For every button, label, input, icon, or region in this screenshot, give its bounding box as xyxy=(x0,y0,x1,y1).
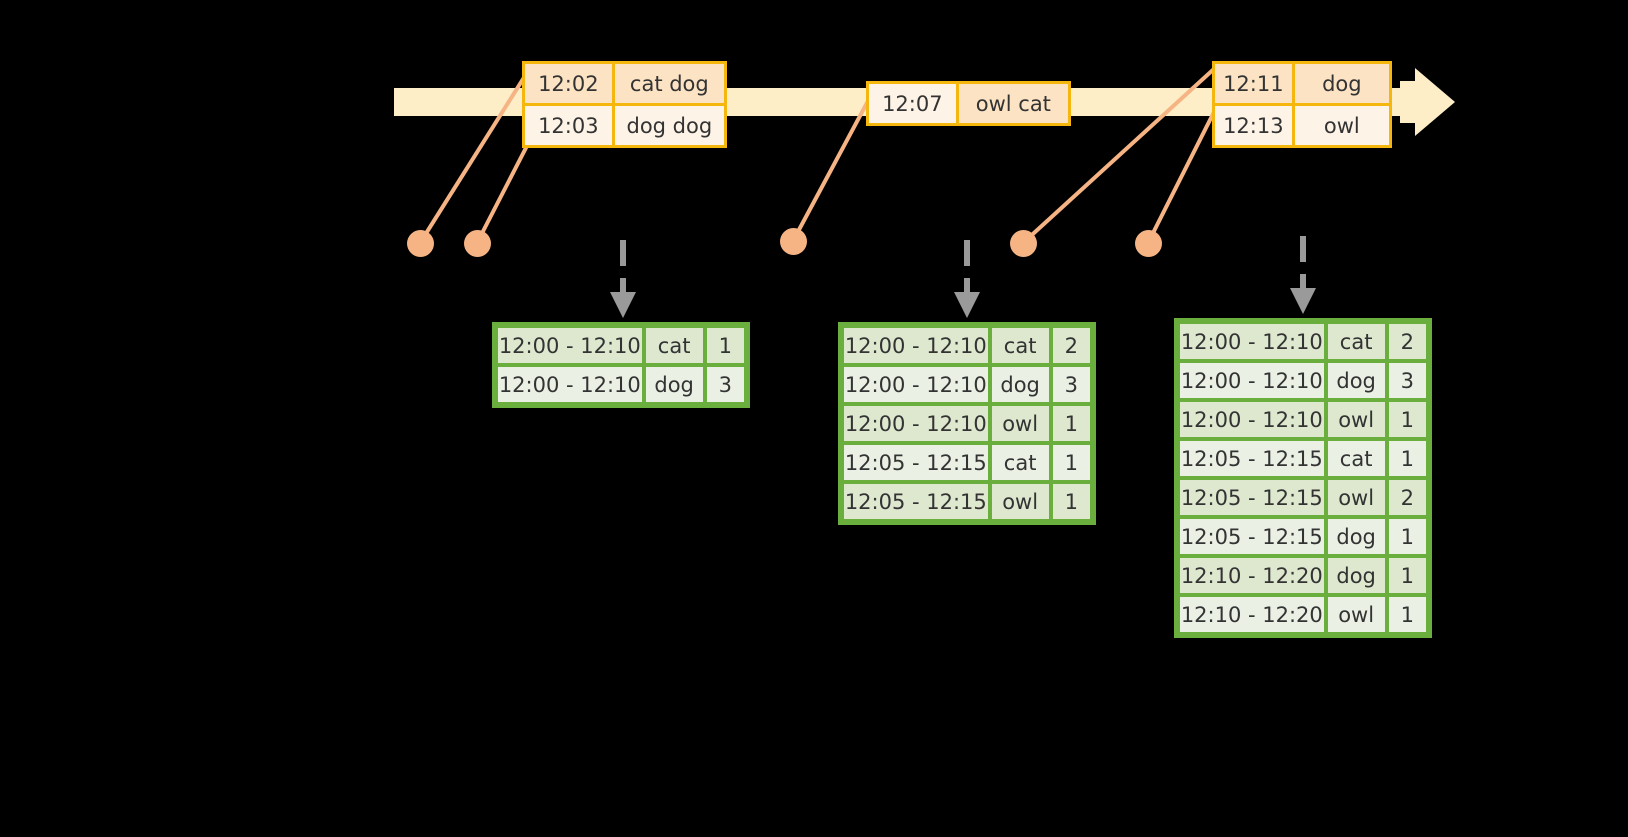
cell-word: owl xyxy=(1325,478,1387,517)
cell-count: 3 xyxy=(1386,361,1429,400)
event-group-2[interactable]: 12:07 owl cat xyxy=(866,81,1071,126)
event-time: 12:03 xyxy=(525,106,615,145)
event-marker-dot xyxy=(407,230,434,257)
cell-window: 12:00 - 12:10 xyxy=(1178,361,1326,400)
timeline-arrow-icon xyxy=(1415,68,1455,136)
cell-count: 2 xyxy=(1386,478,1429,517)
cell-count: 1 xyxy=(704,326,747,365)
event-marker-dot xyxy=(1135,230,1162,257)
event-words: owl cat xyxy=(958,84,1068,123)
event-time: 12:02 xyxy=(525,64,615,103)
cell-count: 1 xyxy=(1386,439,1429,478)
cell-window: 12:05 - 12:15 xyxy=(1178,517,1326,556)
cell-count: 1 xyxy=(1386,595,1429,634)
cell-word: cat xyxy=(1325,439,1387,478)
event-marker-dot xyxy=(1010,230,1037,257)
cell-count: 2 xyxy=(1050,326,1093,365)
cell-window: 12:05 - 12:15 xyxy=(842,443,990,482)
cell-window: 12:10 - 12:20 xyxy=(1178,556,1326,595)
cell-window: 12:00 - 12:10 xyxy=(842,365,990,404)
event-words: dog xyxy=(1294,64,1389,103)
event-time: 12:11 xyxy=(1215,64,1295,103)
cell-count: 1 xyxy=(1050,482,1093,521)
event-row: 12:03 dog dog xyxy=(525,103,724,145)
cell-count: 1 xyxy=(1050,443,1093,482)
cell-count: 2 xyxy=(1386,322,1429,361)
event-words: dog dog xyxy=(614,106,724,145)
cell-window: 12:05 - 12:15 xyxy=(1178,439,1326,478)
cell-count: 1 xyxy=(1050,404,1093,443)
cell-window: 12:05 - 12:15 xyxy=(842,482,990,521)
cell-count: 3 xyxy=(704,365,747,404)
event-row: 12:02 cat dog xyxy=(525,64,724,103)
cell-window: 12:00 - 12:10 xyxy=(842,404,990,443)
event-group-3[interactable]: 12:11 dog 12:13 owl xyxy=(1212,61,1392,148)
cell-word: dog xyxy=(643,365,705,404)
event-row: 12:13 owl xyxy=(1215,103,1389,145)
cell-count: 1 xyxy=(1386,556,1429,595)
cell-word: dog xyxy=(1325,556,1387,595)
cell-word: owl xyxy=(1325,595,1387,634)
emit-arrow-icon xyxy=(954,240,980,318)
cell-word: cat xyxy=(989,443,1051,482)
cell-word: owl xyxy=(989,404,1051,443)
cell-count: 1 xyxy=(1386,400,1429,439)
cell-window: 12:00 - 12:10 xyxy=(1178,322,1326,361)
event-marker-dot xyxy=(780,228,807,255)
cell-window: 12:05 - 12:15 xyxy=(1178,478,1326,517)
cell-word: owl xyxy=(1325,400,1387,439)
cell-window: 12:10 - 12:20 xyxy=(1178,595,1326,634)
cell-count: 3 xyxy=(1050,365,1093,404)
cell-window: 12:00 - 12:10 xyxy=(496,365,644,404)
event-row: 12:11 dog xyxy=(1215,64,1389,103)
event-marker-dot xyxy=(464,230,491,257)
emit-arrow-icon xyxy=(1290,236,1316,314)
event-words: cat dog xyxy=(614,64,724,103)
cell-word: dog xyxy=(1325,361,1387,400)
cell-word: cat xyxy=(1325,322,1387,361)
cell-window: 12:00 - 12:10 xyxy=(842,326,990,365)
cell-word: dog xyxy=(1325,517,1387,556)
event-time: 12:07 xyxy=(869,84,959,123)
cell-word: cat xyxy=(989,326,1051,365)
cell-word: cat xyxy=(643,326,705,365)
emit-arrow-icon xyxy=(610,240,636,318)
event-row: 12:07 owl cat xyxy=(869,84,1068,123)
event-time: 12:13 xyxy=(1215,106,1295,145)
cell-count: 1 xyxy=(1386,517,1429,556)
cell-window: 12:00 - 12:10 xyxy=(1178,400,1326,439)
cell-word: dog xyxy=(989,365,1051,404)
event-words: owl xyxy=(1294,106,1389,145)
event-group-1[interactable]: 12:02 cat dog 12:03 dog dog xyxy=(522,61,727,148)
cell-window: 12:00 - 12:10 xyxy=(496,326,644,365)
cell-word: owl xyxy=(989,482,1051,521)
